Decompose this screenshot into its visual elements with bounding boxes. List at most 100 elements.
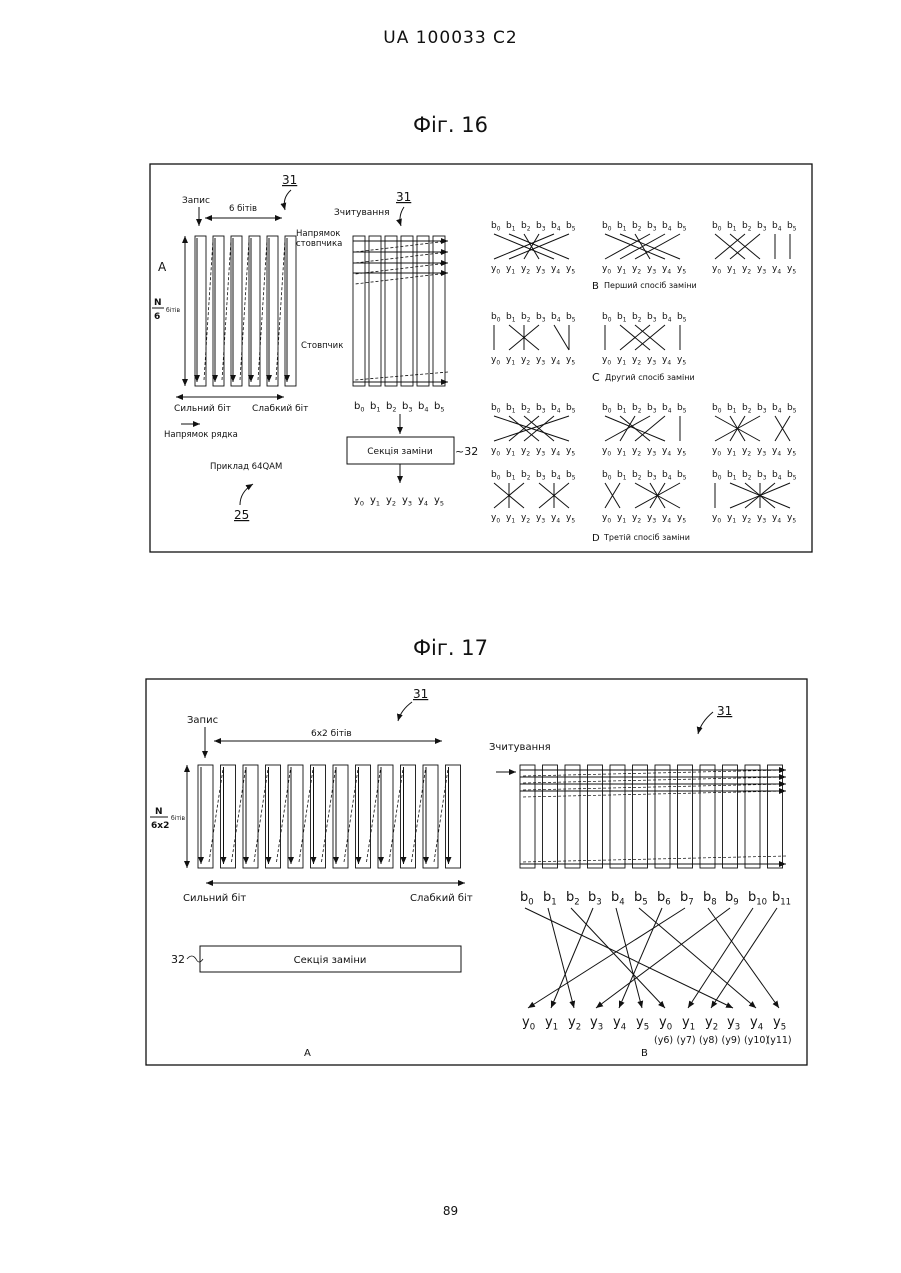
fig16-caption-b: Перший спосіб заміни	[604, 281, 697, 290]
y-alt-label: (y8)	[699, 1035, 718, 1046]
b-label: b2	[742, 403, 752, 414]
y-label: y4	[551, 355, 560, 366]
fig16-col-dir-2: стовпчика	[296, 239, 342, 249]
column-box	[565, 765, 580, 868]
column-box	[266, 765, 281, 868]
b-label: b4	[662, 403, 672, 414]
swap-line	[571, 908, 665, 1008]
b-label: b5	[677, 470, 687, 481]
y-label: y4	[551, 264, 560, 275]
y-label: y2	[521, 446, 530, 457]
fig17-swap-lines	[525, 908, 779, 1008]
fig16-row-dir: Напрямок рядка	[164, 430, 238, 440]
y-label: y5	[434, 495, 444, 508]
b-label: b3	[536, 221, 546, 232]
fig17-b-labels: b0b1b2b3b4b5b6b7b8b9b10b11	[520, 890, 791, 907]
b-label: b5	[787, 470, 797, 481]
column-link	[204, 240, 213, 380]
y-label: y3	[647, 355, 656, 366]
y-alt-label: (y9)	[722, 1035, 741, 1046]
column-box	[588, 765, 603, 868]
y-label: y4	[551, 513, 560, 524]
fig17-ref-31a-arrow	[398, 702, 412, 721]
fig16-ref-31b-arrow	[400, 207, 404, 226]
swap-pattern: b0y0b1y1b2y2b3y3b4y4b5y5	[491, 312, 576, 366]
b-label: b3	[536, 312, 546, 323]
y-label: y0	[602, 446, 611, 457]
y-label: y2	[386, 495, 396, 508]
column-box	[417, 236, 429, 386]
swap-pattern: b0y0b1y1b2y2b3y3b4y4b5y5	[491, 470, 576, 524]
b-label: b5	[566, 312, 576, 323]
y-label: y1	[370, 495, 380, 508]
row-link	[522, 791, 786, 797]
y-label: y0	[354, 495, 364, 508]
b-label: b1	[617, 403, 627, 414]
swap-line	[616, 908, 642, 1008]
b-label: b1	[727, 403, 737, 414]
swap-line	[554, 325, 569, 350]
column-box	[401, 765, 416, 868]
fig16-strong-bit: Сильний біт	[174, 404, 231, 414]
column-box	[221, 765, 236, 868]
y-label: y0	[659, 1015, 672, 1032]
y-label: y5	[787, 513, 796, 524]
b-label: b3	[536, 403, 546, 414]
column-box	[768, 765, 783, 868]
fig17-ref-31b-arrow	[698, 712, 713, 734]
fig17-n-numerator: N	[155, 807, 163, 817]
y-alt-label: (y6)	[654, 1035, 673, 1046]
b-label: b1	[543, 890, 557, 907]
column-box	[678, 765, 693, 868]
b-label: b3	[402, 401, 413, 414]
column-link	[258, 240, 267, 380]
swap-pattern: b0y0b1y1b2y2b3y3b4y4b5y5	[602, 403, 687, 457]
b-label: b1	[617, 221, 627, 232]
fig16-mid-y-labels: y0y1y2y3y4y5	[354, 495, 444, 508]
column-box	[288, 765, 303, 868]
b-label: b1	[617, 312, 627, 323]
column-link	[240, 240, 249, 380]
y-label: y2	[742, 513, 751, 524]
y-label: y2	[632, 513, 641, 524]
swap-pattern: b0y0b1y1b2y2b3y3b4y4b5y5	[712, 221, 797, 275]
y-label: y5	[677, 355, 686, 366]
y-label: y4	[772, 513, 781, 524]
b-label: b0	[354, 401, 365, 414]
b-label: b0	[712, 470, 722, 481]
b-label: b3	[647, 312, 657, 323]
y-label: y3	[647, 264, 656, 275]
y-label: y1	[506, 264, 515, 275]
column-box	[655, 765, 670, 868]
b-label: b0	[712, 221, 722, 232]
column-box	[401, 236, 413, 386]
b-label: b4	[772, 403, 782, 414]
y-label: y3	[727, 1015, 740, 1032]
fig16-swap-label: Секція заміни	[367, 447, 433, 457]
fig17-ref-32: 32	[171, 953, 185, 966]
column-box	[446, 765, 461, 868]
column-box	[198, 765, 213, 868]
b-label: b2	[521, 403, 531, 414]
b-label: b0	[602, 403, 612, 414]
b-label: b0	[491, 221, 501, 232]
b-label: b3	[647, 403, 657, 414]
fig16-letter-c: C	[592, 371, 600, 384]
fig17-n-denominator: 6x2	[151, 821, 169, 831]
b-label: b3	[757, 221, 767, 232]
b-label: b3	[757, 470, 767, 481]
b-label: b0	[491, 470, 501, 481]
b-label: b10	[748, 890, 767, 907]
b-label: b1	[617, 470, 627, 481]
fig17-n-bits: бітів	[171, 815, 186, 822]
y-label: y0	[491, 446, 500, 457]
column-box	[356, 765, 371, 868]
y-label: y1	[727, 446, 736, 457]
fig17-y-labels: y0y1y2y3y4y5y0y1y2y3y4y5(y6)(y7)(y8)(y9)…	[522, 1015, 792, 1046]
b-label: b2	[521, 221, 531, 232]
y-label: y4	[772, 264, 781, 275]
y-label: y5	[566, 264, 575, 275]
b-label: b4	[772, 470, 782, 481]
b-label: b11	[772, 890, 791, 907]
y-alt-label: (y11)	[767, 1035, 792, 1046]
